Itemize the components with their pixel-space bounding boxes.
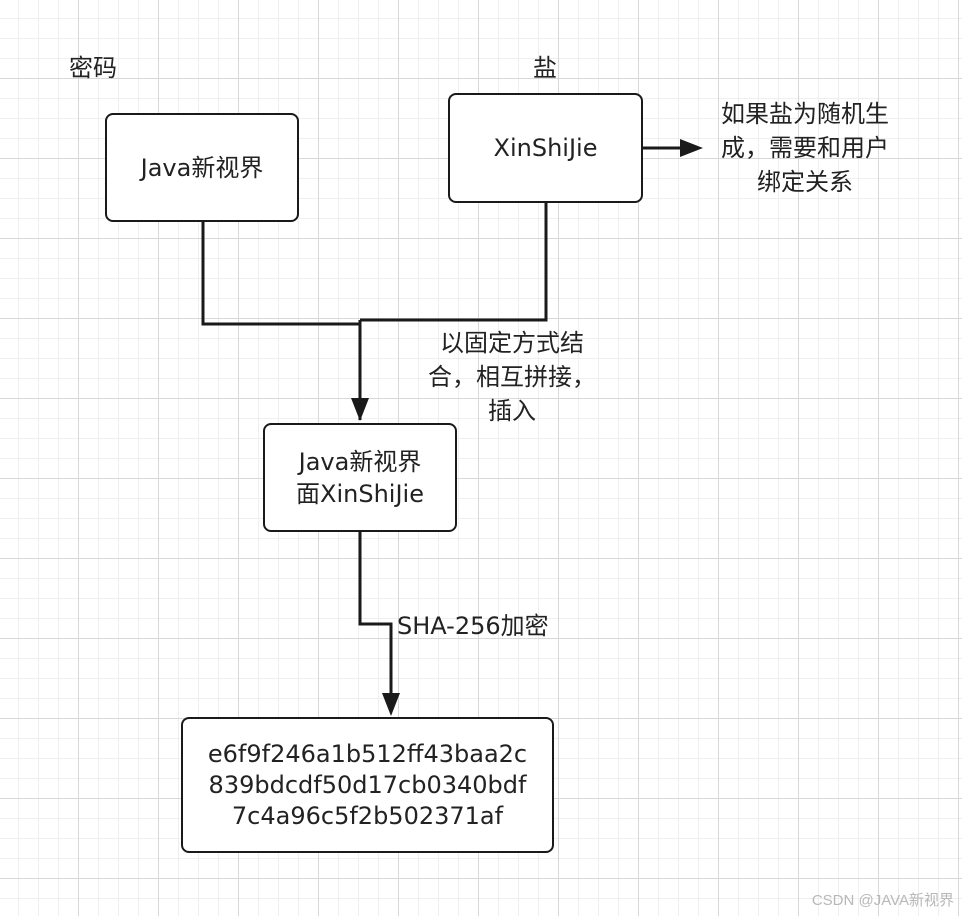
salt-heading: 盐 <box>533 54 557 82</box>
hash-box: e6f9f246a1b512ff43baa2c 839bdcdf50d17cb0… <box>181 717 554 853</box>
salt-note-line-2: 成，需要和用户 <box>721 134 889 162</box>
password-box: Java新视界 <box>105 113 299 222</box>
salt-connector <box>360 202 548 322</box>
hash-box-line-1: e6f9f246a1b512ff43baa2c <box>207 739 528 768</box>
hash-box-line-3: 7c4a96c5f2b502371af <box>231 801 504 830</box>
combine-note-line-2: 合，相互拼接， <box>428 363 596 391</box>
salt-note-line-1: 如果盐为随机生 <box>721 100 889 128</box>
password-heading: 密码 <box>69 54 117 82</box>
hash-connector <box>358 531 393 700</box>
salt-note-arrowhead <box>680 139 703 157</box>
combine-note: 以固定方式结 合，相互拼接， 插入 <box>414 326 610 428</box>
salt-box-text: XinShiJie <box>493 134 598 162</box>
combined-box-line-1: Java新视界 <box>298 447 422 476</box>
password-box-text: Java新视界 <box>140 153 264 182</box>
hash-box-line-2: 839bdcdf50d17cb0340bdf <box>208 770 527 799</box>
hash-arrowhead <box>382 693 400 716</box>
merge-arrowhead <box>351 398 369 421</box>
combine-note-line-3: 插入 <box>488 397 536 425</box>
salt-note: 如果盐为随机生 成，需要和用户 绑定关系 <box>708 97 902 199</box>
watermark: CSDN @JAVA新视界 <box>811 892 954 909</box>
combine-note-line-1: 以固定方式结 <box>440 329 584 357</box>
combined-box-line-2: 面XinShiJie <box>296 479 424 508</box>
password-connector <box>201 221 360 326</box>
salt-note-line-3: 绑定关系 <box>757 168 853 196</box>
combined-box: Java新视界 面XinShiJie <box>263 423 457 532</box>
hash-note: SHA-256加密 <box>397 612 549 640</box>
salt-box: XinShiJie <box>448 93 643 203</box>
